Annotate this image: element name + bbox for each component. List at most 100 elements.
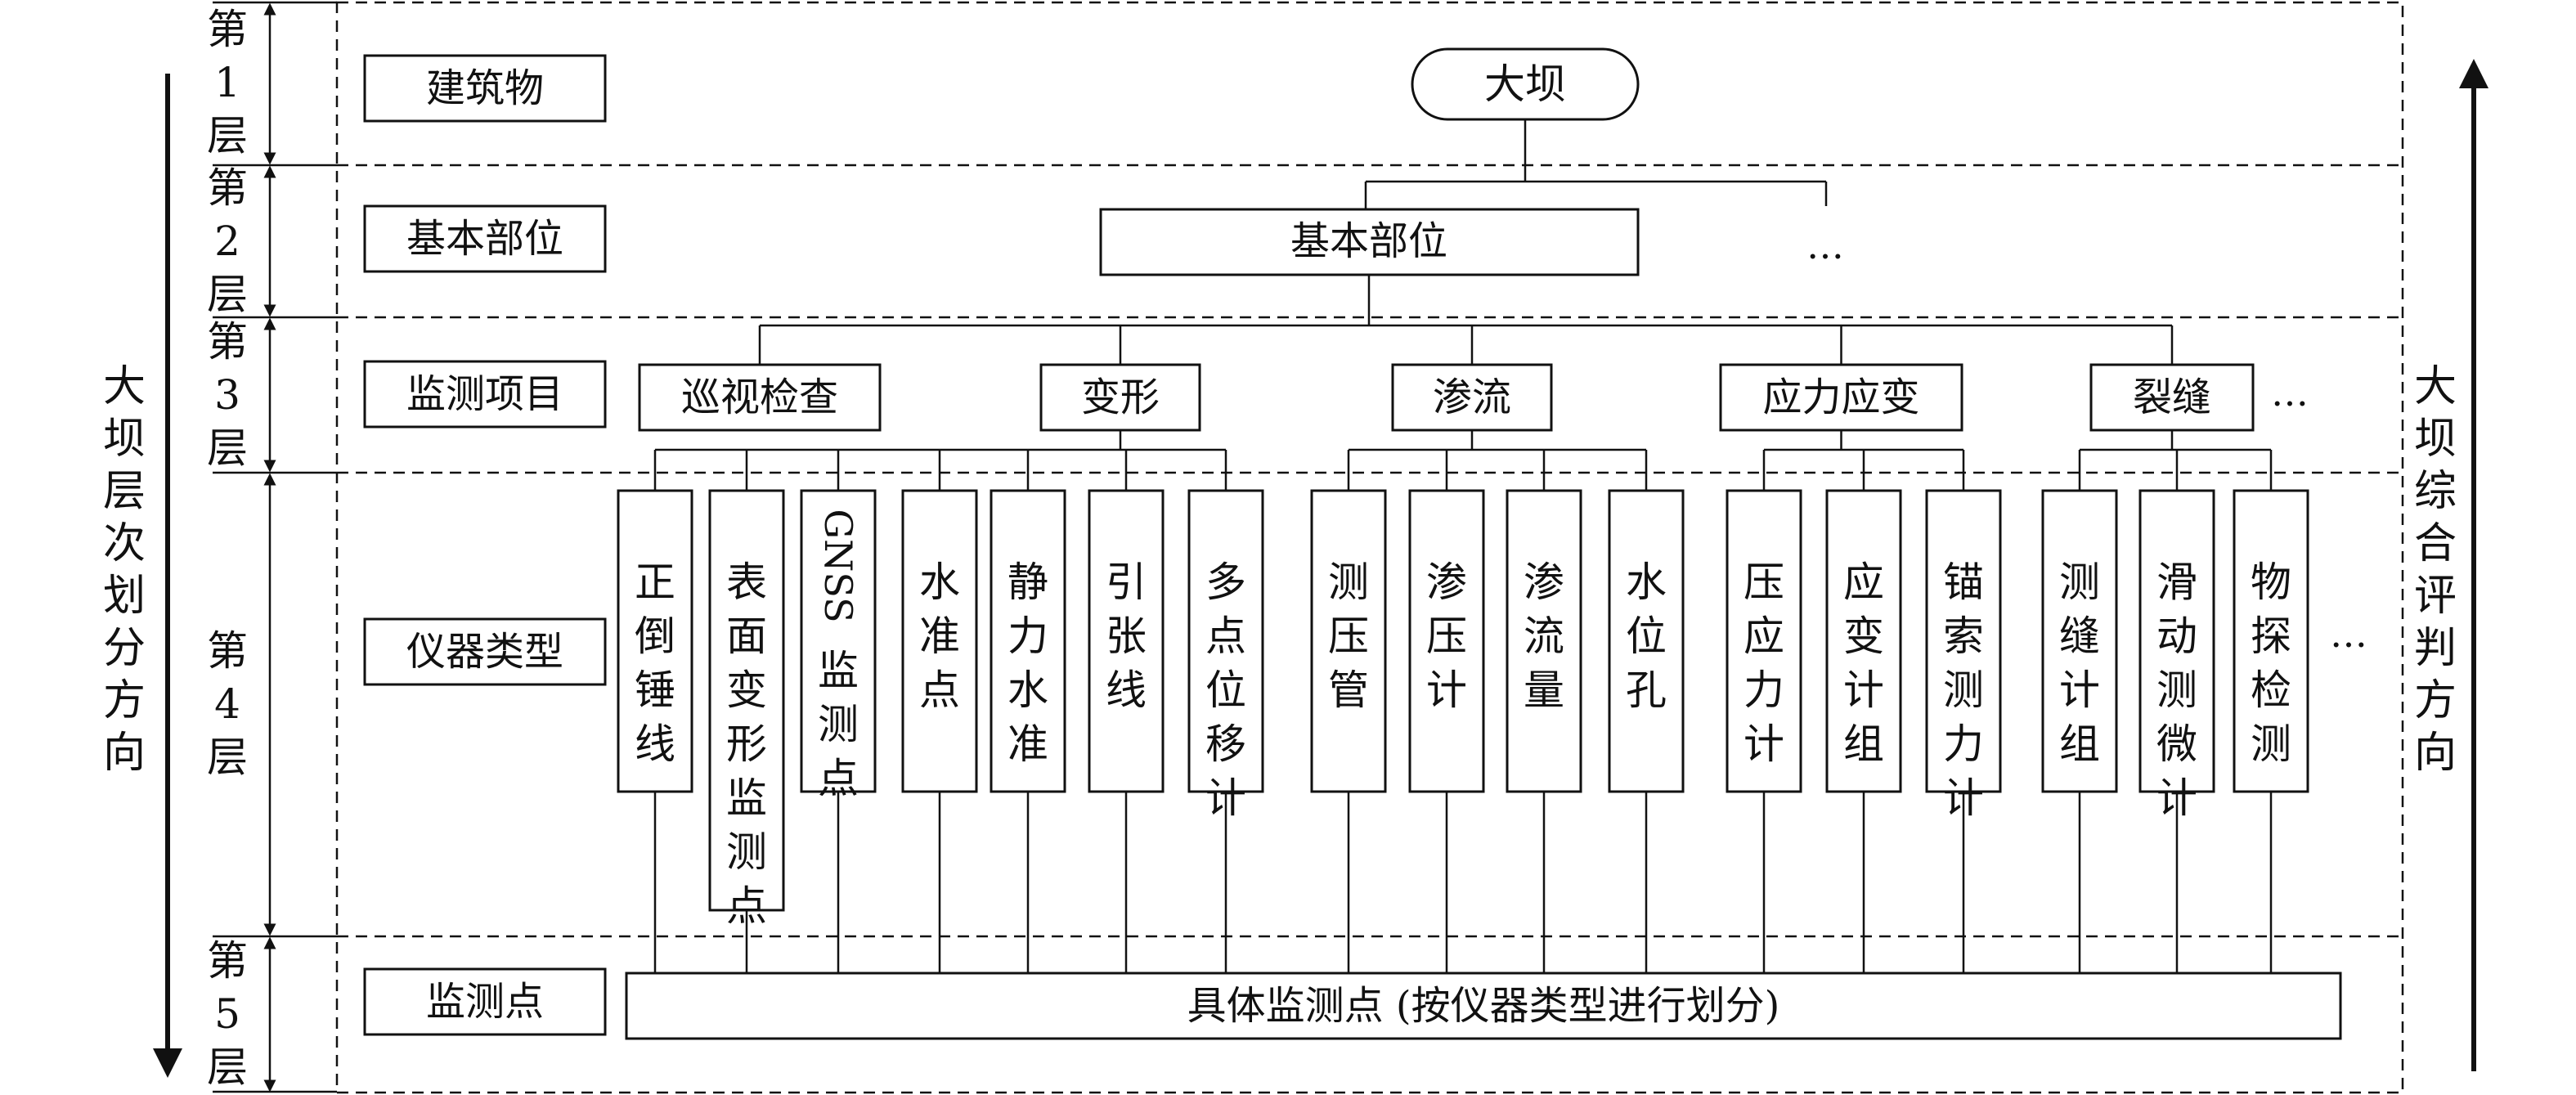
layer-label-5: 第5层: [207, 937, 248, 1091]
instrument-type-label-char: 测: [2251, 720, 2291, 768]
left-direction-label-char: 方: [103, 676, 146, 725]
instrument-type-label-char: 力: [1943, 720, 1984, 768]
right-direction-label-char: 向: [2414, 729, 2457, 778]
instrument-type-label-char: 测: [1328, 559, 1369, 606]
instrument-type-label-char: 变: [726, 666, 767, 714]
layer-bands: [335, 1, 2404, 1094]
monitoring-item: 变形: [1039, 363, 1201, 432]
instrument-type-label-char: 计: [1843, 666, 1884, 714]
instrument-type-label-char: 渗: [1426, 559, 1467, 606]
instrument-type-label-char: 监: [726, 774, 767, 822]
root-node-label: 大坝: [1484, 61, 1566, 108]
layer-label-3: 第3层: [207, 318, 248, 472]
instrument-type-label-char: 流: [1524, 613, 1564, 660]
instrument-type-label-char: 力: [1744, 666, 1784, 714]
left-direction-label-char: 划: [103, 572, 146, 621]
category-box: 建筑物: [363, 54, 607, 123]
instrument-type-label-char: 微: [2156, 720, 2197, 768]
monitoring-item-frame: [1719, 363, 1963, 432]
instrument-type-label-char: 倒: [635, 613, 675, 660]
monitoring-point-node: 具体监测点 (按仪器类型进行划分): [625, 972, 2342, 1040]
instrument-type-label-char: 面: [726, 613, 767, 660]
instrument-type-label-char: 锤: [635, 666, 675, 714]
instrument-type-label-char: 应: [1744, 613, 1784, 660]
instrument-type-label-char: 静: [1008, 559, 1048, 606]
instrument-type-label-char: 点: [919, 666, 960, 714]
instrument-type: 测压管: [1310, 489, 1387, 793]
right-direction-label-char: 大: [2414, 362, 2457, 411]
instrument-type-label-char: 动: [2156, 613, 2197, 660]
instrument-type-label-char: 点: [726, 882, 767, 930]
instrument-type-label-char: 压: [1426, 613, 1467, 660]
instrument-type-label-char: 力: [1008, 613, 1048, 660]
more-instruments-ellipsis: …: [2330, 612, 2367, 656]
instrument-type-label-char: 张: [1106, 613, 1147, 660]
instrument-type-label-char: 应: [1843, 559, 1884, 606]
instrument-type-label-char: 测: [2059, 559, 2100, 606]
instrument-type-label-char: 量: [1524, 666, 1564, 714]
instrument-type-label-char: 计: [1744, 720, 1784, 768]
instrument-type-label-char: 准: [919, 613, 960, 660]
instrument-type-label-char: 管: [1328, 666, 1369, 714]
part-node: 基本部位: [1099, 208, 1640, 276]
left-direction-label-char: 分: [103, 624, 146, 673]
instrument-type-frame: [1310, 489, 1387, 793]
instrument-type-label-char: 孔: [1626, 666, 1667, 714]
layer-label-text: 3: [214, 371, 240, 419]
layer-label-text: 1: [214, 59, 240, 106]
instrument-type-frame: [2041, 489, 2118, 793]
monitoring-point-frame: [625, 972, 2342, 1040]
instrument-type-label-char: 正: [635, 559, 675, 606]
left-direction-label-char: 大: [103, 362, 146, 411]
instrument-type-label-char: 测: [726, 828, 767, 876]
monitoring-item-frame: [1039, 363, 1201, 432]
instrument-type-label-char: 锚: [1943, 559, 1984, 606]
layer-label-text: 层: [207, 424, 248, 472]
monitoring-item: 巡视检查: [638, 363, 882, 432]
instrument-type-frame: [1825, 489, 1902, 793]
instrument-type-label-char: 压: [1328, 613, 1369, 660]
layer-label-text: 第: [207, 164, 248, 212]
monitoring-item-label: 巡视检查: [681, 375, 838, 420]
instrument-type-label-char: 点: [1205, 613, 1246, 660]
root-node-frame: [1411, 47, 1640, 121]
category-box-frame: [363, 617, 607, 686]
category-label: 建筑物: [426, 65, 544, 111]
layer-label-text: 第: [207, 627, 248, 675]
monitoring-item-label: 应力应变: [1762, 375, 1919, 420]
instrument-type: 引张线: [1088, 489, 1165, 793]
instrument-type: 渗流量: [1506, 489, 1582, 793]
more-items-ellipsis: …: [2271, 370, 2309, 415]
instrument-type-label-char: 多: [1205, 559, 1246, 606]
part-node-frame: [1099, 208, 1640, 276]
monitoring-item-label: 渗流: [1433, 375, 1511, 420]
instrument-type: 渗压计: [1408, 489, 1485, 793]
instrument-type-label-char: 移: [1205, 720, 1246, 768]
instrument-type-label-char: 滑: [2156, 559, 2197, 606]
layer-frame: [335, 1, 2404, 1094]
category-box: 监测点: [363, 967, 607, 1036]
category-label: 监测点: [426, 979, 544, 1025]
instrument-type-label-char: 压: [1744, 559, 1784, 606]
instrument-type-label-char: 水: [1626, 559, 1667, 606]
category-box-frame: [363, 204, 607, 273]
monitoring-item-label: 裂缝: [2133, 375, 2211, 420]
instrument-type-label-char: 测: [818, 701, 859, 748]
right-direction-label-char: 坝: [2414, 415, 2457, 464]
instrument-type-frame: [1408, 489, 1485, 793]
instrument-type-label-char: 计: [1943, 774, 1984, 822]
instrument-type-label-char: 计: [1205, 774, 1246, 822]
monitoring-item: 渗流: [1391, 363, 1553, 432]
instrument-type-label-char: 检: [2251, 666, 2291, 714]
instrument-type-label-char: 监: [818, 647, 859, 694]
instrument-type-label-char: 引: [1106, 559, 1147, 606]
